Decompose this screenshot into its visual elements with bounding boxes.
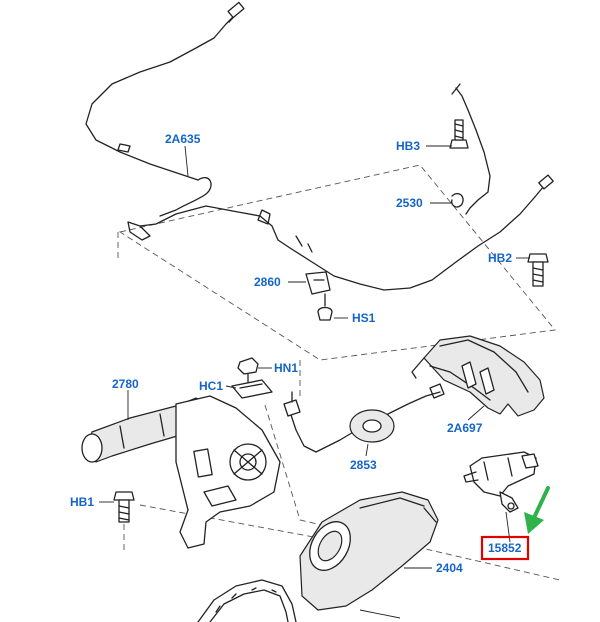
highlight-box-15852 bbox=[480, 535, 530, 561]
callout-hb1: HB1 bbox=[70, 495, 94, 509]
screw-hs1 bbox=[317, 293, 333, 321]
console-trim-ring bbox=[197, 579, 297, 622]
callout-2a635: 2A635 bbox=[165, 132, 201, 146]
switch-15852 bbox=[463, 451, 539, 543]
bolt-hb1 bbox=[113, 491, 135, 552]
pointer-arrow-icon bbox=[524, 486, 550, 534]
callout-labels: 2A635 HB3 2530 HB2 2860 HS1 HN1 HC1 2780… bbox=[70, 132, 522, 575]
callout-leaders bbox=[99, 145, 530, 619]
callout-2a697: 2A697 bbox=[447, 421, 483, 435]
callout-2530: 2530 bbox=[396, 196, 423, 210]
callout-2780: 2780 bbox=[112, 377, 139, 391]
parking-brake-lever bbox=[81, 395, 281, 549]
dashed-reference-lines bbox=[117, 164, 561, 581]
callout-hb3: HB3 bbox=[396, 139, 420, 153]
callout-hc1: HC1 bbox=[199, 379, 223, 393]
rear-cable-left bbox=[85, 1, 245, 217]
nut-hn1 bbox=[237, 357, 259, 383]
rear-cable-right bbox=[127, 174, 554, 291]
front-cable-2853 bbox=[283, 383, 445, 453]
bolt-hb2 bbox=[527, 253, 549, 287]
callout-hb2: HB2 bbox=[488, 251, 512, 265]
callout-2853: 2853 bbox=[350, 458, 377, 472]
callout-hs1: HS1 bbox=[352, 311, 376, 325]
heat-shield-2a697 bbox=[411, 335, 545, 417]
console-boot-2404 bbox=[299, 491, 439, 611]
bolt-hb3 bbox=[449, 119, 469, 149]
return-spring bbox=[451, 83, 491, 215]
callout-2860: 2860 bbox=[254, 275, 281, 289]
cable-clip-2860 bbox=[305, 271, 331, 295]
callout-15852: 15852 bbox=[488, 541, 522, 555]
clip-hc1 bbox=[231, 379, 273, 399]
callout-hn1: HN1 bbox=[274, 361, 298, 375]
callout-2404: 2404 bbox=[436, 561, 463, 575]
